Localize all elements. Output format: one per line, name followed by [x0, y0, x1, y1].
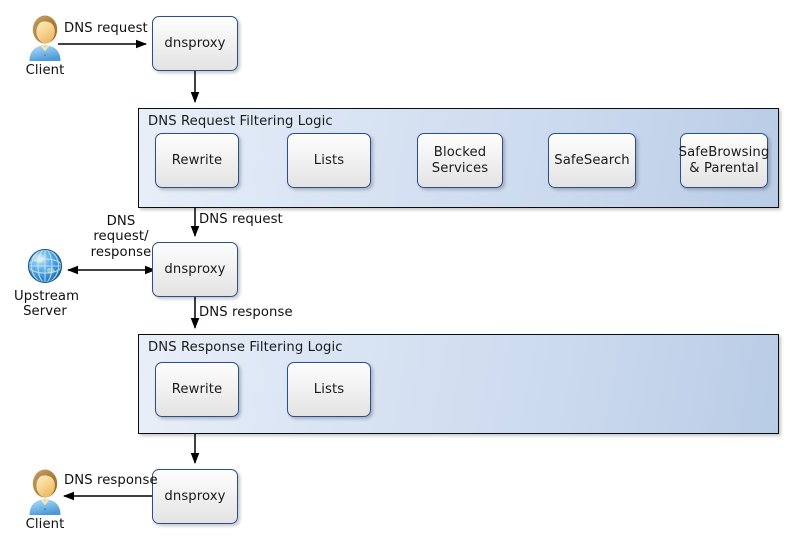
edge-label-to-response-filtering: DNS response — [199, 305, 293, 320]
actor-caption: Client — [25, 517, 65, 532]
node-label: dnsproxy — [164, 488, 226, 504]
group-response-filtering-logic: DNS Response Filtering Logic — [138, 334, 779, 434]
node-request-rewrite[interactable]: Rewrite — [155, 133, 239, 188]
user-icon — [14, 14, 76, 62]
node-dnsproxy-top[interactable]: dnsproxy — [152, 16, 238, 71]
node-response-rewrite[interactable]: Rewrite — [155, 362, 239, 417]
group-response-filtering-title: DNS Response Filtering Logic — [148, 340, 343, 355]
node-label: Rewrite — [171, 381, 223, 397]
node-request-safebrowsing-parental[interactable]: SafeBrowsing& Parental — [679, 133, 769, 188]
node-label: dnsproxy — [164, 261, 226, 277]
actor-client-top[interactable]: Client — [14, 14, 76, 78]
group-request-filtering-title: DNS Request Filtering Logic — [148, 114, 333, 129]
actor-client-bottom[interactable]: Client — [14, 468, 76, 532]
node-label: SafeSearch — [554, 152, 630, 168]
user-icon — [14, 468, 76, 516]
actor-caption: Client — [25, 63, 65, 78]
node-label: SafeBrowsing& Parental — [678, 144, 770, 176]
node-dnsproxy-bottom[interactable]: dnsproxy — [152, 469, 238, 524]
edge-label-to-request-filtering: DNS request — [199, 212, 283, 227]
node-request-safesearch[interactable]: SafeSearch — [548, 133, 636, 188]
node-dnsproxy-middle[interactable]: dnsproxy — [152, 242, 238, 297]
edge-label-client-response: DNS response — [64, 473, 158, 488]
node-label: Lists — [313, 152, 345, 168]
node-label: Lists — [313, 381, 345, 397]
node-request-lists[interactable]: Lists — [287, 133, 371, 188]
node-response-lists[interactable]: Lists — [287, 362, 371, 417]
edge-label-client-request: DNS request — [64, 21, 148, 36]
node-label: Rewrite — [171, 152, 223, 168]
node-label: dnsproxy — [164, 35, 226, 51]
globe-icon — [14, 244, 76, 288]
